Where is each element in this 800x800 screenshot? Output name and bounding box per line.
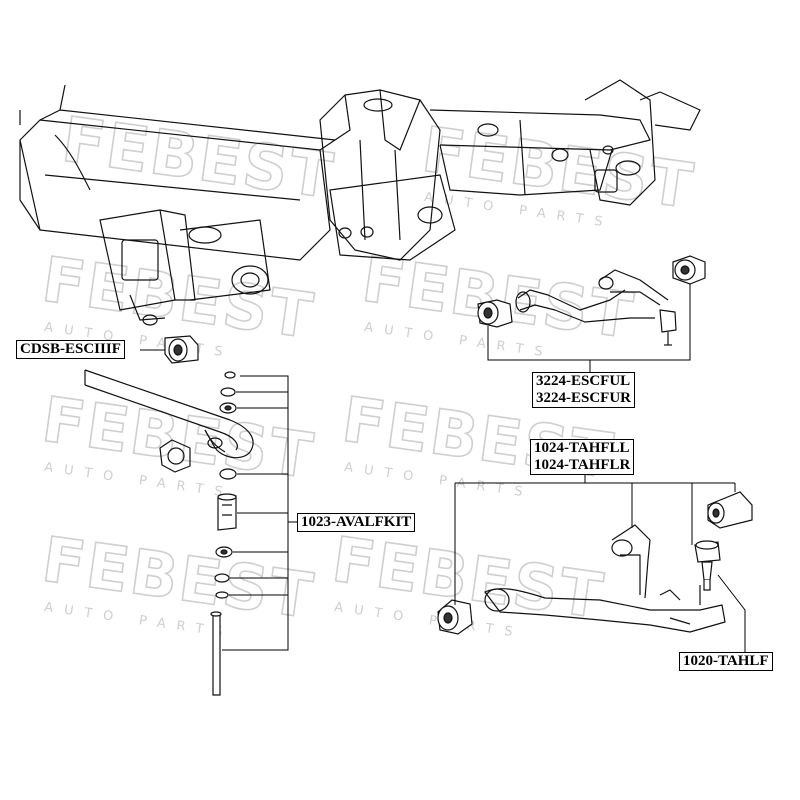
watermark-brand: FEBEST [58, 103, 339, 213]
upper-arm-bushing-rear [672, 255, 706, 285]
stabilizer-bushing-drawing [164, 335, 199, 364]
leader-lines [140, 284, 746, 652]
part-number: 1023-AVALFKIT [301, 514, 412, 530]
part-number: CDSB-ESCIIIF [20, 341, 121, 357]
part-number: 1020-TAHLF [683, 653, 769, 669]
lower-control-arm [484, 524, 726, 633]
lower-arm-bushing-front [437, 599, 473, 635]
upper-arm-bushing-front [477, 299, 513, 328]
lower-arm-bushing-rear [707, 491, 753, 529]
stabilizer-bar [84, 369, 254, 473]
label-ball-joint: 1020-TAHLF [679, 652, 773, 671]
upper-control-arm [515, 269, 677, 346]
ball-joint-drawing [694, 540, 721, 591]
label-lower-control-arm: 1024-TAHFLL 1024-TAHFLR [530, 439, 635, 475]
part-number: 1024-TAHFLR [534, 457, 631, 473]
label-stabilizer-link-kit: 1023-AVALFKIT [297, 513, 416, 532]
label-stabilizer-bushing: CDSB-ESCIIIF [16, 340, 125, 359]
part-number: 3224-ESCFUL [536, 373, 631, 389]
subframe-drawing [19, 79, 701, 326]
part-number: 3224-ESCFUR [536, 390, 632, 406]
stabilizer-link-kit-drawing [210, 371, 237, 696]
label-upper-control-arm: 3224-ESCFUL 3224-ESCFUR [532, 372, 636, 408]
part-number: 1024-TAHFLL [534, 440, 630, 456]
